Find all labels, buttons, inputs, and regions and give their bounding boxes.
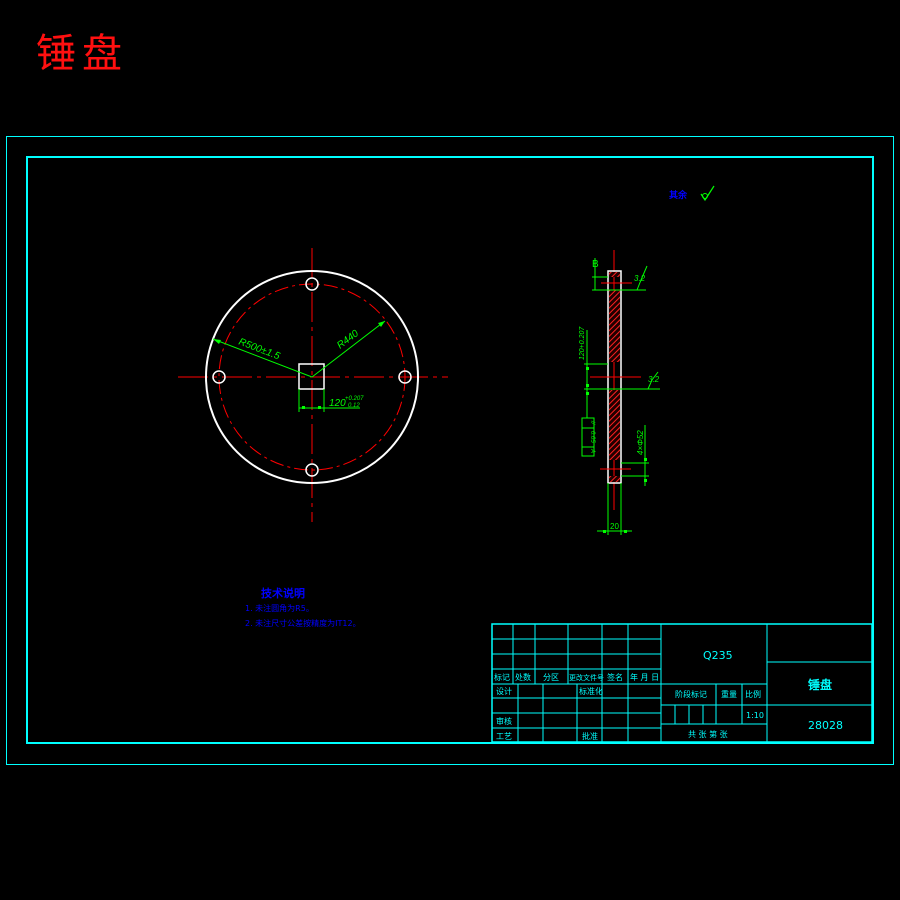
dim-outer-radius: R500±1.5 xyxy=(237,337,282,363)
dim-square-hole: 120 xyxy=(329,398,346,409)
stage-label: 阶段标记 xyxy=(675,689,707,699)
hole-top xyxy=(305,277,319,291)
title-block xyxy=(491,623,873,743)
dim-left: 120+0.207 xyxy=(579,326,586,360)
rev-header-date: 年 月 日 xyxy=(630,672,659,682)
technical-notes: 技术说明 1. 未注圆角为R5。 2. 未注尺寸公差按精度为IT12。 xyxy=(245,586,361,628)
tol-frame-datum: A xyxy=(589,448,595,453)
inner-frame xyxy=(26,156,874,744)
hole-right xyxy=(398,370,412,384)
tech-notes-heading: 技术说明 xyxy=(261,586,305,600)
surface-note-label: 其余 xyxy=(669,189,688,201)
surface-note: 其余 xyxy=(669,185,715,202)
drawing-title: 锤盘 xyxy=(36,31,128,77)
scale-label: 比例 xyxy=(745,689,761,699)
dim-right: 4×Φ52 xyxy=(636,430,645,455)
tol-frame-symbol: // xyxy=(589,420,595,426)
part-name: 锤盘 xyxy=(808,677,832,692)
front-view: R500±1.5 R440 120 +0.207 0.12 xyxy=(178,248,448,522)
title-block-text: 标记 处数 分区 更改文件号 签名 年 月 日 设计 标准化 审核 工艺 批准 … xyxy=(494,649,843,741)
role-review: 审核 xyxy=(496,716,512,726)
dim-square-tol-lower: 0.12 xyxy=(348,403,360,409)
tol-frame-value: 0.05 xyxy=(589,431,595,443)
tech-note-2: 2. 未注尺寸公差按精度为IT12。 xyxy=(245,618,361,628)
rev-header-zone: 分区 xyxy=(543,673,559,682)
roughness-top: 3.2 xyxy=(634,274,646,283)
rev-header-docno: 更改文件号 xyxy=(569,673,604,682)
hole-bottom xyxy=(305,463,319,477)
drawing-number: 28028 xyxy=(808,719,843,732)
role-standardization: 标准化 xyxy=(579,686,603,696)
dim-thickness: 20 xyxy=(610,522,619,531)
outer-border xyxy=(6,136,894,765)
rev-header-mark: 标记 xyxy=(494,672,510,682)
weight-label: 重量 xyxy=(721,689,737,699)
square-hole xyxy=(298,363,325,390)
role-approve: 批准 xyxy=(582,731,598,741)
material: Q235 xyxy=(703,649,733,662)
role-process: 工艺 xyxy=(496,732,512,741)
role-design: 设计 xyxy=(496,686,512,696)
dim-bolt-radius: R440 xyxy=(335,328,361,351)
rev-header-sign: 签名 xyxy=(607,672,623,682)
sheets-label: 共 张 第 张 xyxy=(688,729,728,739)
rev-header-count: 处数 xyxy=(515,672,531,682)
datum-label: B xyxy=(592,259,599,270)
hole-left xyxy=(212,370,226,384)
disc-outline xyxy=(205,270,419,484)
roughness-mid: 3.2 xyxy=(648,375,660,384)
bolt-circle xyxy=(218,283,406,471)
dim-square-tol-upper: +0.207 xyxy=(345,396,364,402)
side-view: B 3.2 120+0.207 3.2 // 0.05 A 4×Φ52 xyxy=(579,250,660,535)
scale-value: 1:10 xyxy=(746,711,764,720)
tech-note-1: 1. 未注圆角为R5。 xyxy=(245,603,314,613)
